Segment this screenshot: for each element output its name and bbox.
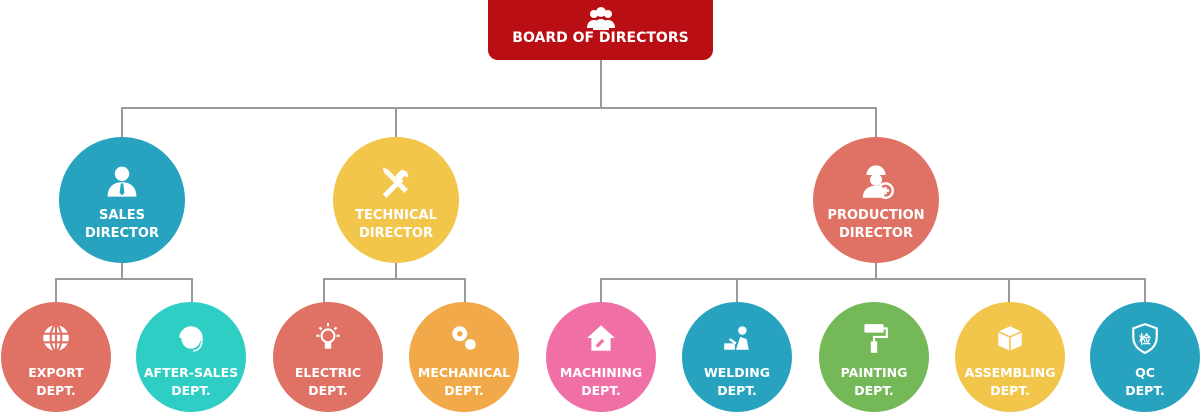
node-label-line1: ASSEMBLING	[964, 365, 1056, 380]
tools-icon	[382, 167, 409, 198]
node-label-line1: EXPORT	[28, 365, 84, 380]
node-label-line1: SALES	[99, 208, 145, 223]
node-label-line2: DIRECTOR	[359, 226, 433, 241]
gears-icon	[452, 326, 476, 350]
connector	[600, 278, 602, 303]
connector	[55, 278, 57, 303]
node-label-line2: DEPT.	[444, 383, 484, 398]
director-node: SALES DIRECTOR	[59, 137, 185, 263]
welder-icon	[724, 326, 749, 350]
group-icon	[586, 7, 615, 30]
connector	[1008, 278, 1010, 303]
director-node: PRODUCTION DIRECTOR	[813, 137, 939, 263]
node-label-line2: DEPT.	[854, 383, 894, 398]
businessman-icon	[107, 166, 137, 197]
node-label-line1: QC	[1135, 365, 1155, 380]
department-node: PAINTING DEPT.	[819, 302, 929, 412]
svg-text:检: 检	[1139, 332, 1151, 346]
department-node: EXPORT DEPT.	[1, 302, 111, 412]
connector	[875, 107, 877, 139]
worker-icon	[862, 165, 894, 199]
connector	[464, 278, 466, 303]
department-node: 检 QC DEPT.	[1090, 302, 1200, 412]
node-label-line2: DEPT.	[1125, 383, 1165, 398]
department-node: WELDING DEPT.	[682, 302, 792, 412]
node-label-line1: MACHINING	[559, 365, 643, 380]
connector	[395, 262, 397, 279]
node-label-line1: WELDING	[703, 365, 771, 380]
box-icon	[997, 326, 1023, 351]
shield-inspect-icon: 检	[1132, 322, 1158, 354]
node-label-line1: AFTER-SALES	[143, 365, 239, 380]
board-of-directors-node: BOARD OF DIRECTORS	[488, 0, 713, 60]
node-label-line1: PAINTING	[840, 365, 908, 380]
connector	[55, 278, 193, 280]
connector	[121, 107, 877, 109]
node-label-line2: DEPT.	[36, 383, 76, 398]
connector	[191, 278, 193, 303]
connector	[875, 262, 877, 279]
connector	[600, 278, 1146, 280]
node-label-line1: ELECTRIC	[294, 365, 362, 380]
department-node: MACHINING DEPT.	[546, 302, 656, 412]
node-label-line1: PRODUCTION	[827, 208, 925, 223]
globe-icon	[43, 324, 69, 352]
node-label-line2: DEPT.	[990, 383, 1030, 398]
connector	[121, 262, 123, 279]
node-label-line1: TECHNICAL	[355, 208, 437, 223]
connector	[323, 278, 325, 303]
node-label-line2: DEPT.	[171, 383, 211, 398]
node-label-line2: DIRECTOR	[839, 226, 913, 241]
department-node: AFTER-SALES DEPT.	[136, 302, 246, 412]
node-label-line2: DIRECTOR	[85, 226, 159, 241]
node-label-line2: DEPT.	[717, 383, 757, 398]
node-label-line1: MECHANICAL	[417, 365, 511, 380]
connector	[395, 107, 397, 139]
node-label-line2: DEPT.	[581, 383, 621, 398]
lightbulb-icon	[316, 323, 340, 349]
board-label: BOARD OF DIRECTORS	[512, 30, 689, 46]
director-node: TECHNICAL DIRECTOR	[333, 137, 459, 263]
paint-roller-icon	[864, 324, 888, 353]
department-node: ELECTRIC DEPT.	[273, 302, 383, 412]
house-wrench-icon	[587, 325, 615, 351]
department-node: MECHANICAL DEPT.	[409, 302, 519, 412]
headset-icon	[179, 326, 203, 352]
connector	[736, 278, 738, 303]
connector	[600, 60, 602, 108]
node-label-line2: DEPT.	[308, 383, 348, 398]
department-node: ASSEMBLING DEPT.	[955, 302, 1065, 412]
connector	[323, 278, 466, 280]
connector	[121, 107, 123, 139]
connector	[1144, 278, 1146, 303]
